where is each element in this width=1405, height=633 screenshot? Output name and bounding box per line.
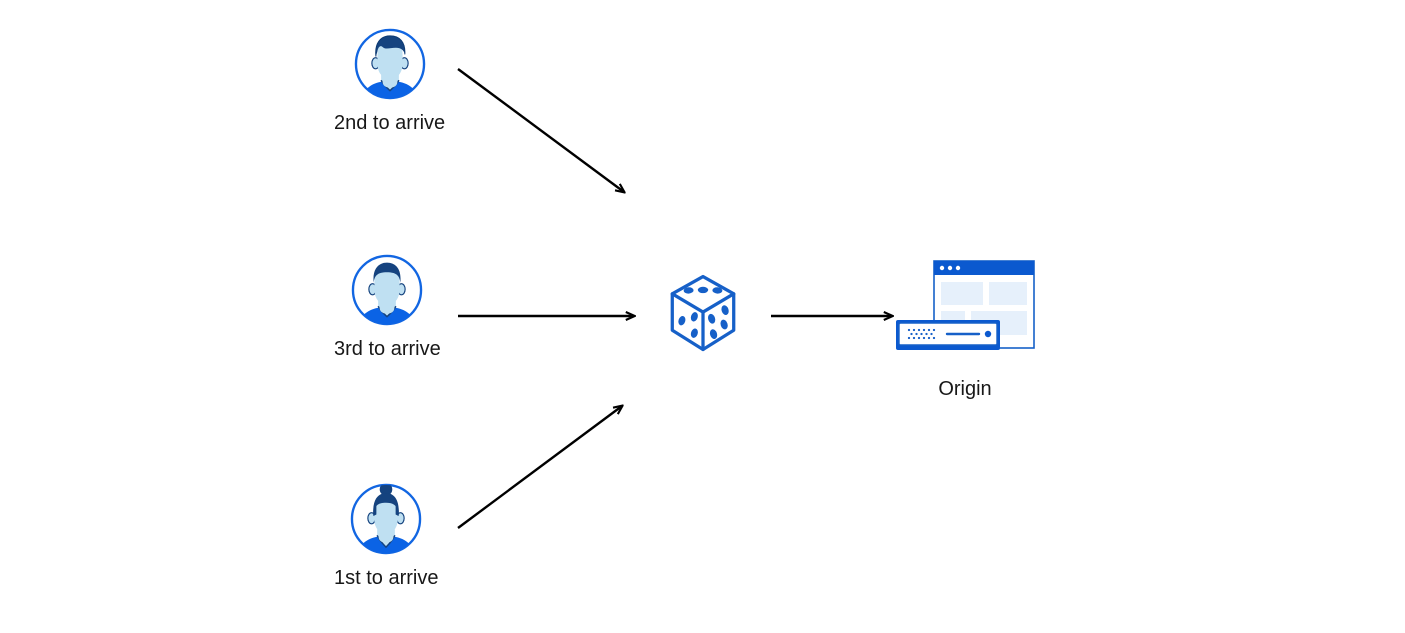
node-origin[interactable]: Origin	[890, 258, 1040, 401]
user-avatar-icon	[353, 27, 427, 101]
node-visitor-1st[interactable]: 1st to arrive	[334, 482, 438, 590]
node-label-visitor-1st: 1st to arrive	[334, 567, 439, 589]
node-label-origin: Origin	[938, 378, 992, 400]
node-label-visitor-3rd: 3rd to arrive	[334, 338, 441, 360]
node-label-visitor-2nd: 2nd to arrive	[334, 112, 446, 134]
arrow-visitor1-to-dice	[457, 406, 622, 529]
node-visitor-2nd[interactable]: 2nd to arrive	[334, 27, 445, 135]
browser-window-with-server-icon	[890, 258, 1040, 363]
node-randomizer[interactable]	[655, 265, 751, 361]
server-device-icon	[896, 320, 1000, 350]
arrow-visitor2-to-dice	[457, 68, 624, 192]
user-avatar-icon	[349, 482, 423, 556]
node-visitor-3rd[interactable]: 3rd to arrive	[334, 253, 441, 361]
dice-cube-icon	[655, 265, 751, 361]
user-avatar-icon	[350, 253, 424, 327]
